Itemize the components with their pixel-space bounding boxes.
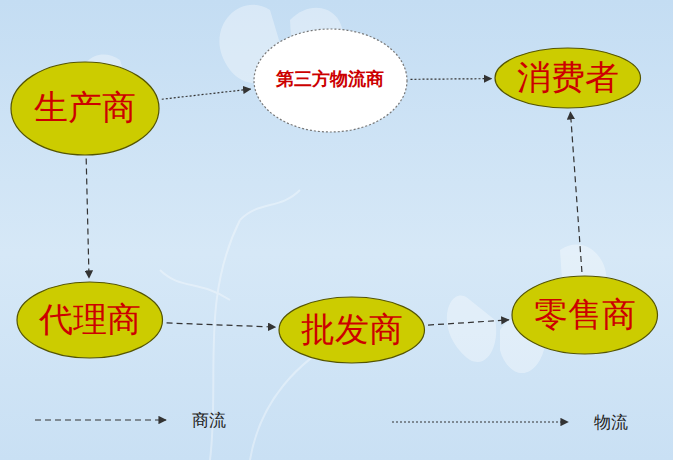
- consumer-ellipse: 消费者: [494, 47, 642, 109]
- logistics-arrow: [410, 78, 491, 80]
- legend-line-sample: [35, 408, 170, 432]
- node-label: 零售商: [534, 296, 636, 333]
- commerce-arrow: [167, 323, 276, 327]
- retailer-ellipse: 零售商: [511, 275, 659, 355]
- legend-line-sample: [392, 410, 572, 434]
- node-label: 批发商: [301, 311, 403, 348]
- legend-label: 商流: [192, 409, 226, 432]
- commerce-arrow: [86, 158, 89, 278]
- node-label: 消费者: [517, 59, 619, 96]
- producer-ellipse: 生产商: [10, 61, 160, 156]
- commerce-arrow: [428, 320, 509, 325]
- commerce-legend: 商流: [35, 408, 226, 432]
- node-label: 第三方物流商: [276, 70, 384, 90]
- node-label: 代理商: [39, 301, 141, 338]
- wholesaler-ellipse: 批发商: [278, 296, 426, 364]
- commerce-arrow: [570, 112, 581, 272]
- logistics-legend: 物流: [392, 410, 628, 434]
- node-label: 生产商: [34, 89, 136, 126]
- logistics-ellipse: 第三方物流商: [253, 28, 408, 133]
- legend-label: 物流: [594, 411, 628, 434]
- agent-ellipse: 代理商: [16, 281, 164, 359]
- logistics-arrow: [162, 89, 251, 99]
